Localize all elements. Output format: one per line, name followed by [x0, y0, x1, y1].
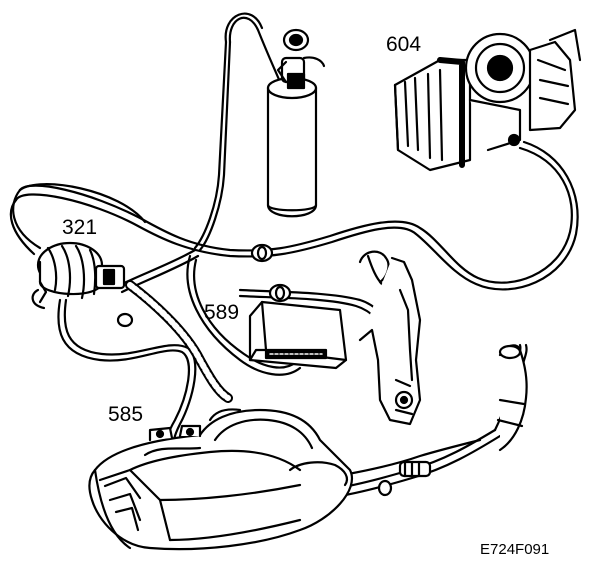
callout-589: 589	[204, 301, 240, 324]
control-module	[248, 300, 348, 370]
figure-reference: E724F091	[480, 541, 550, 558]
fuel-tank	[88, 408, 353, 551]
callout-585: 585	[108, 403, 144, 426]
callout-321: 321	[62, 216, 98, 239]
hose-lines	[9, 12, 579, 503]
callout-604: 604	[386, 33, 422, 56]
throttle-body	[393, 28, 582, 172]
filler-pipe	[496, 344, 528, 452]
filler-bracket	[358, 250, 422, 426]
charcoal-canister	[266, 28, 326, 218]
purge-valve	[31, 241, 126, 310]
